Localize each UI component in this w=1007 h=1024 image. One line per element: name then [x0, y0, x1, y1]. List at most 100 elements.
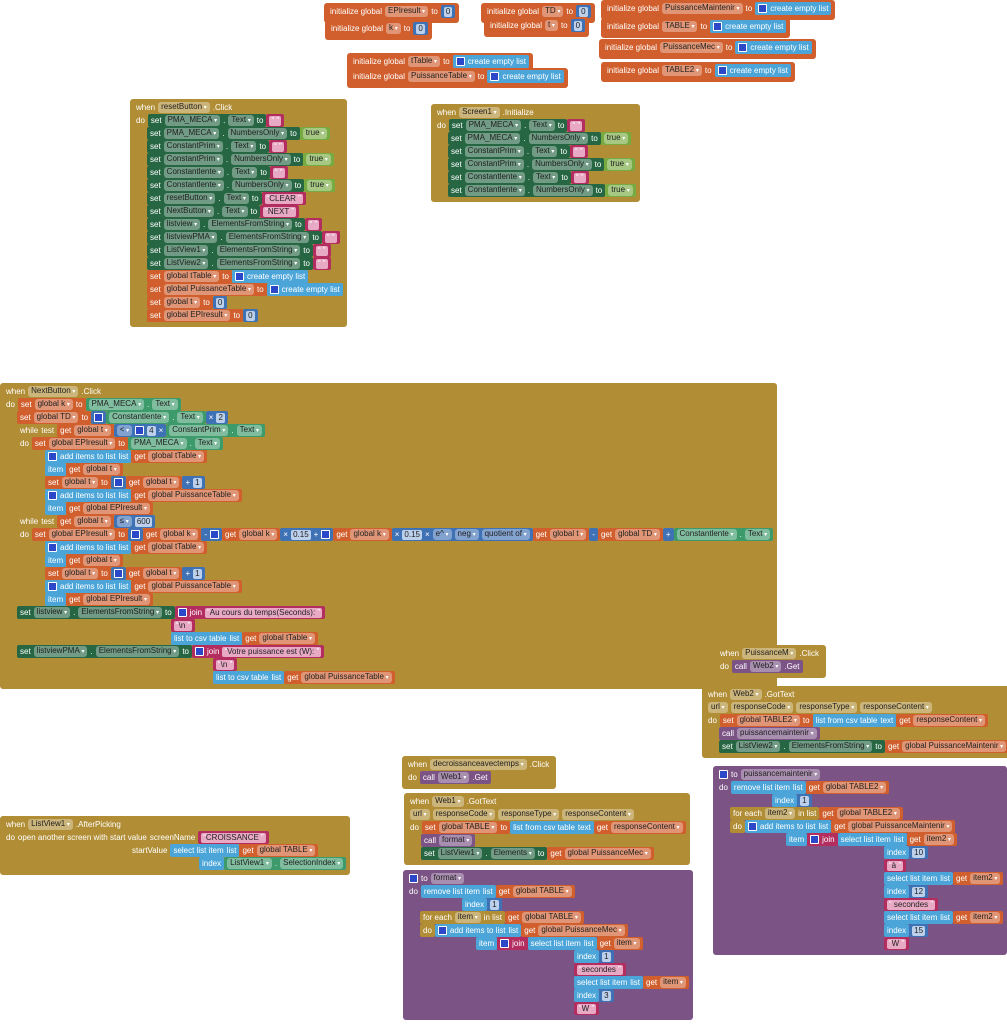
block-dropdown[interactable]: k [386, 23, 401, 34]
block-segment[interactable] [322, 231, 340, 244]
block-dropdown[interactable]: global k [350, 529, 389, 540]
block-segment[interactable]: item [45, 463, 67, 476]
block-dropdown[interactable]: global TABLE2 [822, 782, 887, 793]
block-row[interactable]: W [574, 1002, 689, 1015]
text-literal[interactable]: secondes [887, 899, 936, 910]
block-dropdown[interactable]: NumbersOnly [532, 185, 593, 196]
block-segment[interactable]: item [786, 833, 808, 846]
block-dropdown[interactable]: Web2 [749, 661, 782, 672]
block-dropdown[interactable]: format [439, 835, 473, 846]
decroissance-click-event[interactable]: whendecroissanceavectemps.ClickdocallWeb… [402, 756, 557, 789]
block-dropdown[interactable]: global k [160, 529, 199, 540]
block-segment[interactable]: initialize globalTDto [484, 5, 577, 18]
text-literal[interactable] [325, 232, 337, 243]
block-segment[interactable]: CLEAR [261, 192, 306, 205]
block-segment[interactable]: +1 [182, 567, 205, 580]
block-segment[interactable]: W [884, 937, 910, 950]
block-segment[interactable]: \n [213, 658, 238, 671]
number-literal[interactable]: 0 [579, 6, 588, 17]
block-dropdown[interactable]: PuissanceMaintenir [662, 3, 743, 14]
block-dropdown[interactable]: ListView2 [735, 741, 781, 752]
block-dropdown[interactable]: PMA_MECA [88, 399, 145, 410]
block-dropdown[interactable]: global t [74, 425, 111, 436]
block-segment[interactable]: create empty list [755, 2, 832, 15]
block-dropdown[interactable]: Web2 [730, 689, 762, 700]
block-segment[interactable]: true [299, 127, 331, 140]
block-dropdown[interactable]: ConstantPrim [163, 141, 223, 152]
block-segment[interactable]: index [884, 924, 910, 937]
block-dropdown[interactable]: ConstantPrim [169, 425, 229, 436]
number-literal[interactable]: 0 [573, 20, 583, 31]
block-segment[interactable]: urlresponseCoderesponseTyperesponseConte… [407, 808, 637, 821]
block-segment[interactable]: do [420, 924, 435, 937]
block-dropdown[interactable]: NumbersOnly [528, 133, 589, 144]
gear-icon[interactable] [195, 647, 204, 656]
block-row[interactable]: initialize globalPuissanceTabletocreate … [350, 70, 564, 83]
block-dropdown[interactable]: global PuissanceTable [301, 672, 392, 683]
block-segment[interactable]: join [497, 937, 528, 950]
gear-icon[interactable] [500, 939, 510, 948]
block-dropdown[interactable]: NumbersOnly [227, 128, 288, 139]
block-segment[interactable]: index [574, 989, 600, 1002]
block-segment[interactable]: initialize globalPuissanceMaintenirto [604, 2, 756, 15]
block-segment[interactable]: initialize globalkto [328, 22, 414, 35]
block-dropdown[interactable]: decroissanceavectemps [430, 759, 527, 770]
block-dropdown[interactable]: item [454, 912, 481, 923]
block-segment[interactable]: item [45, 554, 67, 567]
block-dropdown[interactable]: global t [61, 477, 99, 488]
block-segment[interactable]: Constantlente.Text [106, 411, 206, 424]
number-literal[interactable]: 1 [490, 899, 499, 910]
block-dropdown[interactable]: ElementsFromString [95, 646, 180, 657]
block-dropdown[interactable]: Text [529, 120, 555, 131]
block-dropdown[interactable]: Text [532, 172, 559, 183]
gear-icon[interactable] [719, 770, 728, 779]
text-literal[interactable]: CROISSANCE [201, 832, 266, 843]
block-dropdown[interactable]: Text [532, 146, 558, 157]
block-segment[interactable]: PMA_MECA.Text [85, 398, 181, 411]
block-segment[interactable]: create empty list [710, 20, 787, 33]
block-segment[interactable] [269, 140, 287, 153]
text-literal[interactable]: Au cours du temps(Seconds): [205, 607, 323, 618]
block-segment[interactable]: for eachitemin list [420, 911, 505, 924]
block-segment[interactable]: 12 [909, 885, 929, 898]
reset-button-click-event[interactable]: whenresetButton.ClickdosetPMA_MECA.Textt… [130, 99, 347, 327]
